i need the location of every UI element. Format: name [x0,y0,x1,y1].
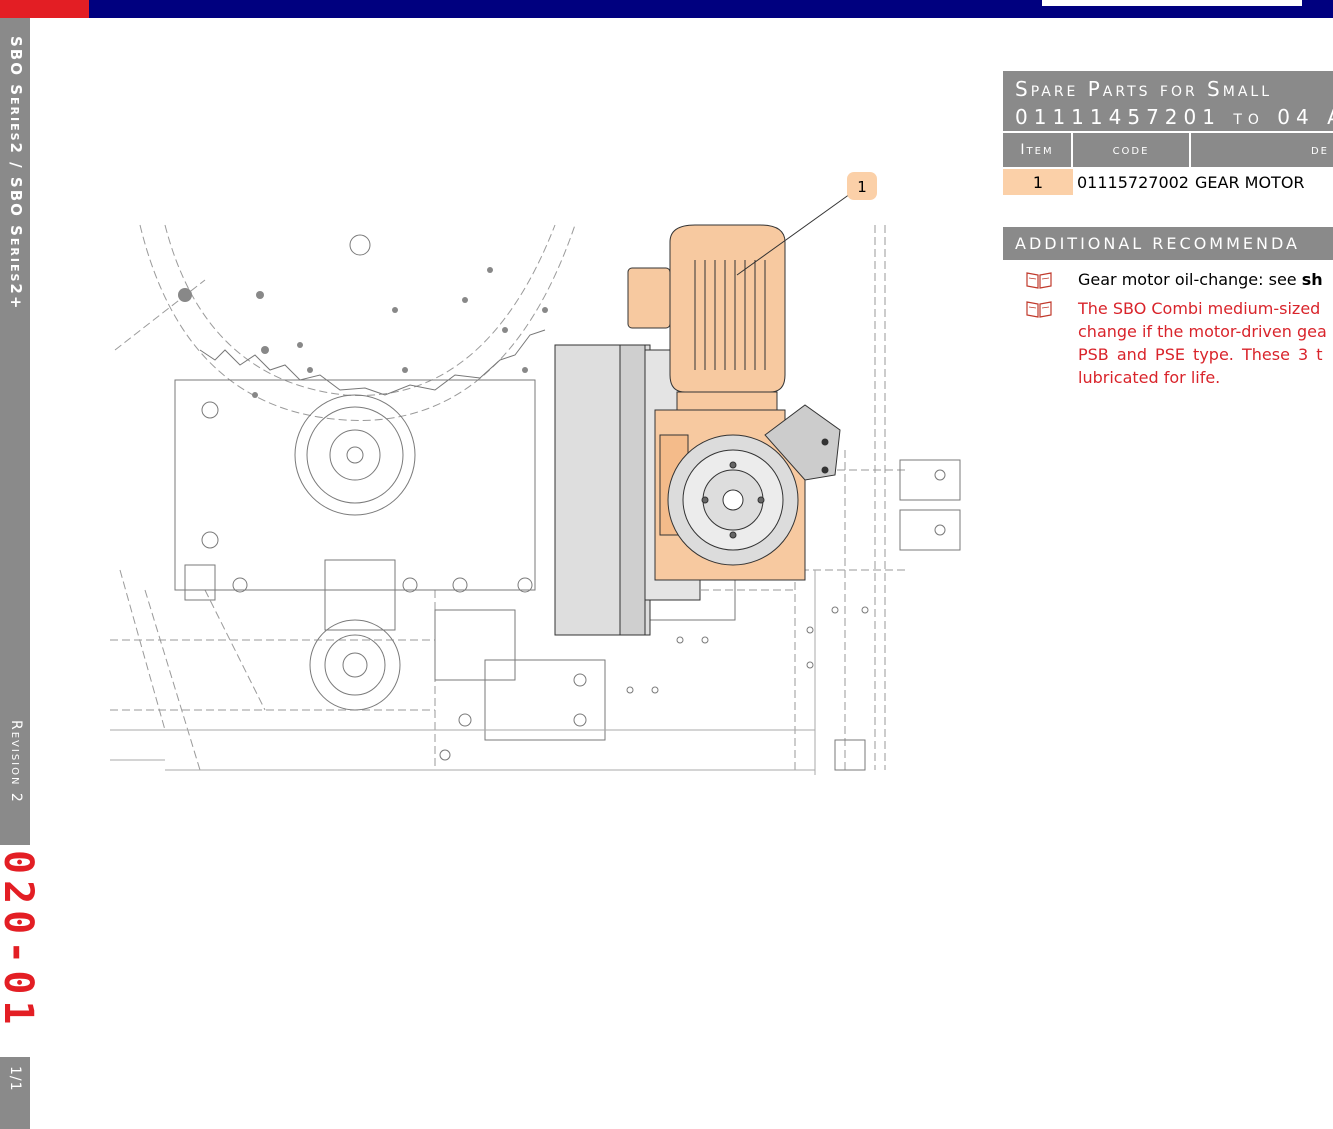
sidebar-series-label: SBO Series2 / SBO Series2+ [7,36,25,311]
sidebar-revision-label: Revision 2 [8,720,24,804]
header-code: code [1073,133,1191,167]
parts-title-line1: Spare Parts for Small [1015,77,1273,101]
row-part-code: 01115727002 [1077,172,1189,192]
callout-badge [847,172,877,200]
parts-title-line2: 01111457201 to 04 A [1015,105,1333,129]
recommendation-item: Gear motor oil-change: see sh [1003,268,1333,291]
recommendation-line: PSB and PSE type. These 3 t [1078,345,1323,364]
recommendation-line: change if the motor-driven gea [1078,322,1327,341]
book-icon [1026,301,1052,318]
header-red-block [0,0,89,18]
sidebar-grey-band-top [0,18,30,845]
header-white-strip [1042,0,1302,6]
gear-motor [554,224,841,636]
book-icon [1026,272,1052,289]
callout-number: 1 [857,178,867,196]
technical-drawing: 1 [110,172,961,775]
recommendation-link-text[interactable]: sh [1301,270,1323,289]
sidebar-doc-code: 020-01 [0,850,41,1031]
row-item-number: 1 [1003,169,1073,195]
row-description: GEAR MOTOR [1195,172,1305,192]
header-item: Item [1003,133,1073,167]
spare-parts-table: Spare Parts for Small 01111457201 to 04 … [1003,71,1333,195]
parts-table-title: Spare Parts for Small 01111457201 to 04 … [1003,71,1333,131]
sidebar-page-number: 1/1 [7,1066,23,1092]
sidebar-grey-band-bottom [0,1057,30,1129]
table-row: 1 01115727002 GEAR MOTOR [1003,169,1333,195]
recommendation-text: Gear motor oil-change: see [1078,270,1302,289]
header-navy-bar [89,0,1333,18]
recommendation-line: lubricated for life. [1078,368,1221,387]
recommendation-line: The SBO Combi medium-sized [1078,299,1321,318]
recommendation-item: The SBO Combi medium-sized change if the… [1003,297,1333,389]
header-description: de [1191,133,1333,167]
additional-recommendations: ADDITIONAL RECOMMENDA Gear motor oil-cha… [1003,227,1333,389]
parts-table-header: Item code de [1003,133,1333,167]
recommendations-title: ADDITIONAL RECOMMENDA [1003,227,1333,260]
